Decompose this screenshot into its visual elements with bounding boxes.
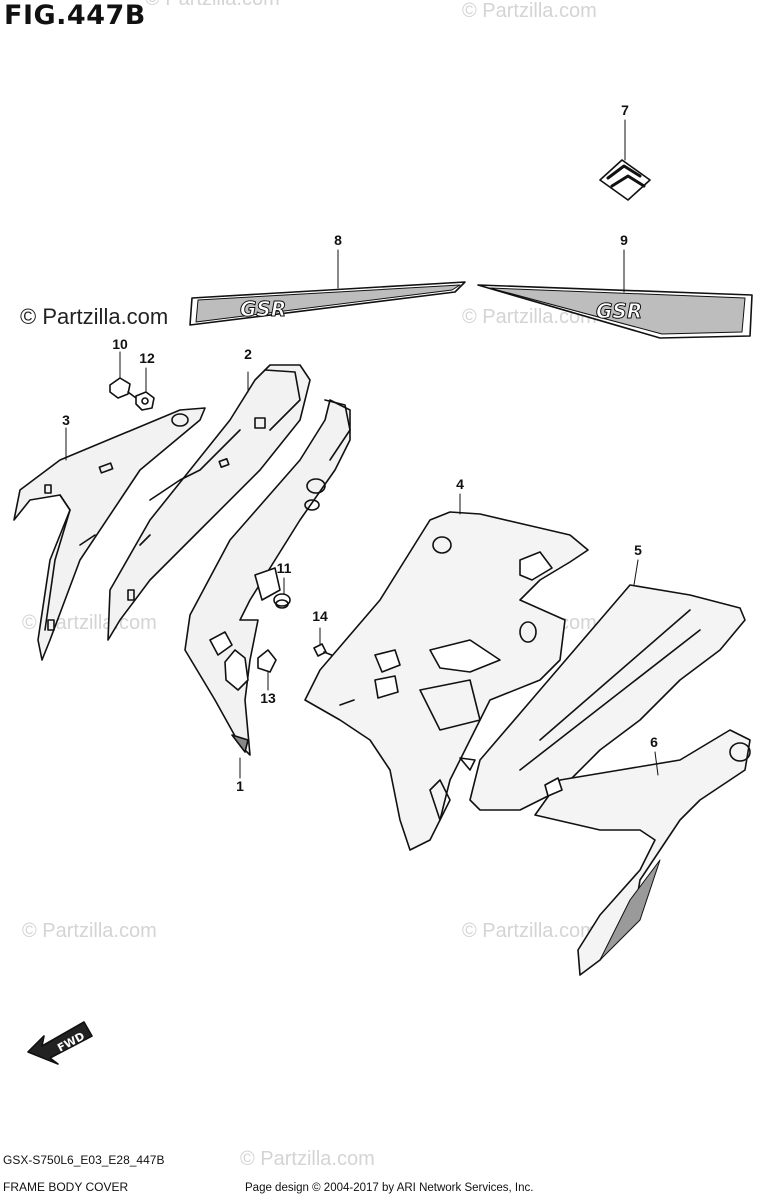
part-7-emblem[interactable]: [599, 159, 651, 201]
diagram-name: FRAME BODY COVER: [3, 1180, 129, 1194]
part-12-nut[interactable]: [135, 391, 155, 411]
callout-3[interactable]: 3: [62, 412, 70, 428]
decal-gsr-text: GSR: [240, 297, 286, 321]
part-8-decal-left[interactable]: GSR: [189, 281, 466, 326]
part-6-lower-cover[interactable]: [534, 729, 751, 976]
model-code: GSX-S750L6_E03_E28_447B: [3, 1153, 165, 1167]
callout-9[interactable]: 9: [620, 232, 628, 248]
callout-11[interactable]: 11: [276, 560, 292, 576]
part-14-screw[interactable]: [313, 643, 335, 657]
callout-8[interactable]: 8: [334, 232, 342, 248]
callout-13[interactable]: 13: [260, 690, 276, 706]
part-10-bolt[interactable]: [109, 377, 137, 399]
callout-2[interactable]: 2: [244, 346, 252, 362]
watermark-partzilla: © Partzilla.com: [20, 304, 169, 329]
part-5-side-cover[interactable]: [469, 584, 746, 811]
part-1-cover[interactable]: [184, 399, 351, 756]
callout-5[interactable]: 5: [634, 542, 642, 558]
callout-6[interactable]: 6: [650, 734, 658, 750]
callout-7[interactable]: 7: [621, 102, 629, 118]
callout-14[interactable]: 14: [312, 608, 328, 624]
watermark: © Partzilla.com: [462, 920, 597, 942]
callout-4[interactable]: 4: [456, 476, 464, 492]
part-2-cover[interactable]: [107, 364, 311, 641]
part-4-inner-panel[interactable]: [304, 511, 589, 851]
part-13-damper[interactable]: [257, 649, 277, 673]
callout-1[interactable]: 1: [236, 778, 244, 794]
watermark: © Partzilla.com: [145, 0, 280, 11]
watermark: © Partzilla.com: [22, 920, 157, 942]
part-3-cover[interactable]: [13, 407, 206, 661]
decal-gsr-text: GSR: [596, 299, 642, 323]
watermark: © Partzilla.com: [462, 306, 597, 328]
fwd-arrow-icon: FWD: [27, 1021, 93, 1065]
figure-title: FIG.447B: [4, 0, 146, 31]
watermark: © Partzilla.com: [462, 0, 597, 22]
part-9-decal-right[interactable]: GSR: [477, 284, 753, 339]
part-11-grommet[interactable]: [273, 593, 291, 609]
watermark: © Partzilla.com: [240, 1148, 375, 1170]
copyright-notice: Page design © 2004-2017 by ARI Network S…: [245, 1182, 534, 1194]
callout-10[interactable]: 10: [112, 336, 128, 352]
callout-12[interactable]: 12: [139, 350, 155, 366]
